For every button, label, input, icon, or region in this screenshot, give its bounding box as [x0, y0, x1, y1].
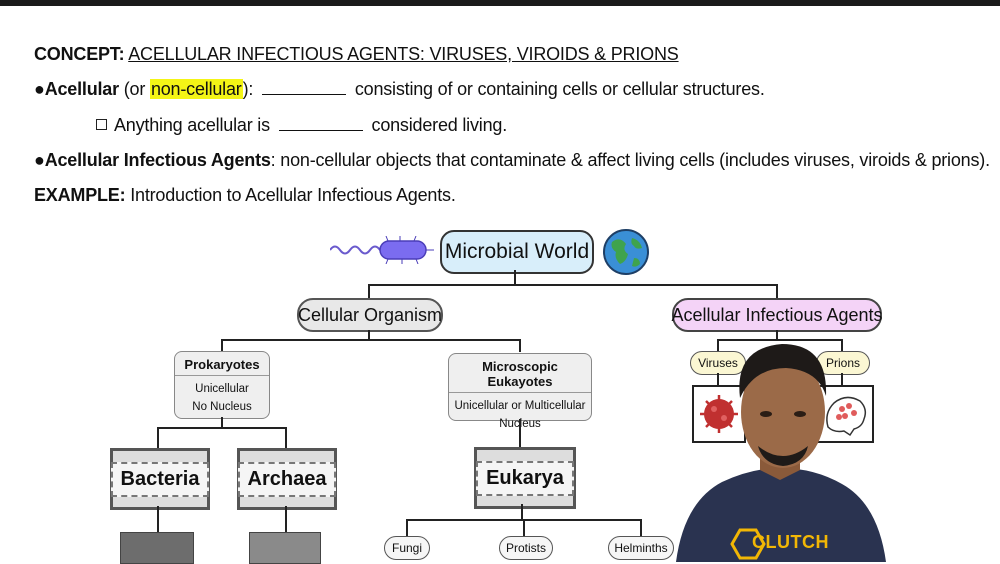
connector	[368, 284, 778, 286]
bullet-icon: ●	[34, 150, 45, 170]
prokaryotes-line1: Unicellular	[195, 383, 249, 395]
connector	[368, 284, 370, 299]
connector	[157, 506, 159, 532]
connector	[523, 519, 525, 536]
helminths-label: Helminths	[614, 541, 668, 555]
virus-icon	[700, 395, 738, 433]
aia-term: Acellular Infectious Agents	[44, 150, 271, 170]
anything-acellular: Anything acellular is considered living.	[96, 115, 507, 136]
acellular-rest: consisting of or containing cells or cel…	[354, 79, 765, 99]
connector	[841, 339, 843, 351]
archaea-node: Archaea	[237, 448, 337, 510]
bacteria-label: Bacteria	[110, 461, 210, 497]
bacteria-image	[120, 532, 194, 564]
connector	[406, 519, 408, 536]
acellular-label: Acellular Infectious Agents	[671, 304, 883, 325]
highlighted-term: non-cellular	[149, 79, 243, 99]
concept-title: ACELLULAR INFECTIOUS AGENTS: VIRUSES, VI…	[128, 44, 679, 64]
bullet-icon: ●	[34, 79, 45, 99]
connector	[157, 427, 159, 449]
protists-node: Protists	[499, 536, 553, 560]
connector	[285, 427, 287, 449]
bacteria-node: Bacteria	[110, 448, 210, 510]
connector	[519, 339, 521, 352]
brain-icon	[826, 396, 867, 437]
archaea-label: Archaea	[237, 461, 337, 497]
example-label: EXAMPLE:	[34, 185, 126, 205]
cellular-node: Cellular Organism	[297, 298, 443, 332]
aia-definition: ●Acellular Infectious Agents: non-cellul…	[34, 150, 990, 171]
fill-blank	[262, 80, 347, 95]
eukaryotes-line1: Unicellular or Multicellular	[454, 400, 586, 412]
connector	[640, 519, 642, 536]
connector	[776, 330, 778, 340]
eukarya-node: Eukarya	[474, 447, 576, 509]
connector	[717, 373, 719, 385]
connector	[221, 417, 223, 428]
paren-open: (or	[123, 79, 150, 99]
example-line: EXAMPLE: Introduction to Acellular Infec…	[34, 185, 456, 206]
cellular-label: Cellular Organism	[297, 304, 443, 325]
connector	[717, 339, 719, 351]
connector	[157, 427, 287, 429]
connector	[521, 504, 523, 520]
acellular-definition: ●Acellular (or non-cellular): consisting…	[34, 79, 765, 100]
viruses-label: Viruses	[698, 356, 738, 370]
virus-image	[692, 385, 746, 443]
fill-blank	[278, 116, 363, 131]
anything-text: Anything acellular is	[114, 115, 270, 135]
connector	[841, 373, 843, 385]
paren-close: ):	[242, 79, 254, 99]
aia-rest: : non-cellular objects that contaminate …	[270, 150, 990, 170]
connector	[285, 506, 287, 532]
viruses-node: Viruses	[690, 351, 746, 375]
eukarya-label: Eukarya	[476, 460, 574, 496]
acellular-term: Acellular	[44, 79, 119, 99]
connector	[776, 284, 778, 299]
clutch-logo: CLUTCH	[752, 532, 829, 552]
prions-node: Prions	[816, 351, 870, 375]
connector	[368, 330, 370, 340]
eukaryotes-title: Microscopic Eukayotes	[449, 354, 591, 393]
protists-label: Protists	[505, 541, 546, 555]
connector	[514, 270, 516, 285]
globe-icon	[603, 229, 649, 275]
example-text: Introduction to Acellular Infectious Age…	[130, 185, 456, 205]
connector	[221, 339, 223, 352]
helminths-node: Helminths	[608, 536, 674, 560]
concept-label: CONCEPT:	[34, 44, 125, 64]
root-node: Microbial World	[440, 230, 594, 274]
concept-heading: CONCEPT: ACELLULAR INFECTIOUS AGENTS: VI…	[34, 44, 679, 65]
bacterium-icon	[330, 236, 434, 264]
anything-rest: considered living.	[371, 115, 508, 135]
connector	[717, 339, 843, 341]
top-bar	[0, 0, 1000, 6]
fungi-label: Fungi	[391, 541, 423, 555]
connector	[221, 339, 521, 341]
prokaryotes-line2: No Nucleus	[192, 401, 252, 413]
checkbox-icon	[96, 119, 107, 130]
connector	[519, 419, 521, 449]
prions-label: Prions	[825, 356, 860, 370]
fungi-node: Fungi	[384, 536, 430, 560]
root-label: Microbial World	[444, 240, 590, 263]
prokaryotes-title: Prokaryotes	[175, 352, 269, 376]
prokaryotes-box: Prokaryotes Unicellular No Nucleus	[174, 351, 270, 419]
